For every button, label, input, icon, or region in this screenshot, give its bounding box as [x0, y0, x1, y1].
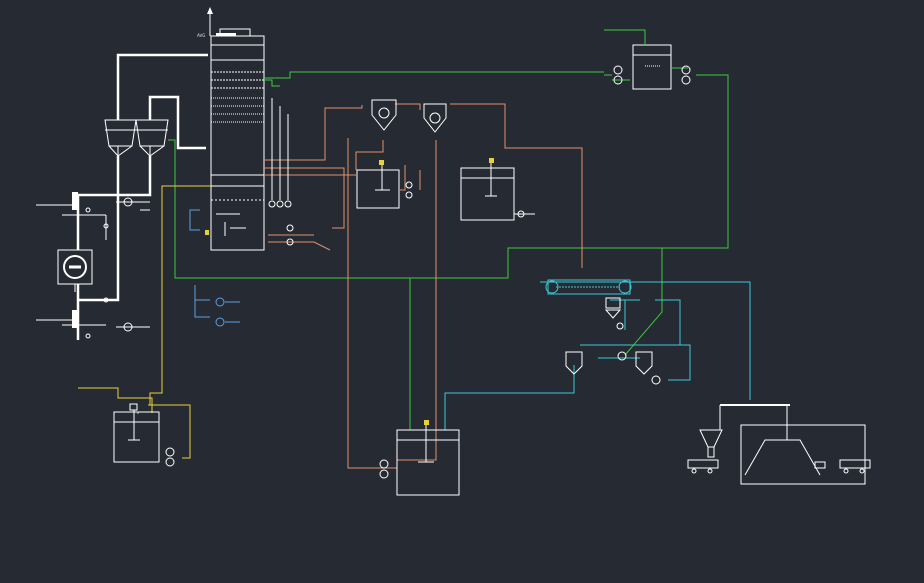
oxidation-air-blowers — [116, 197, 150, 332]
pump-tr-1-icon — [681, 65, 691, 75]
filtrate-tank — [356, 160, 413, 209]
blue-lines — [189, 209, 240, 327]
hydrocyclones — [371, 99, 447, 133]
limestone-slurry-tank — [113, 403, 175, 467]
truck-right-icon — [839, 459, 871, 469]
pump-tr-2-icon — [681, 75, 691, 85]
recirculation-pumps — [268, 98, 294, 246]
emergency-tank — [379, 420, 460, 496]
vacuum-belt-filter — [545, 279, 632, 330]
heat-exchangers — [104, 119, 169, 157]
yellow-lines — [78, 185, 211, 459]
loader-icon — [814, 461, 826, 469]
cyan-lines — [444, 281, 751, 430]
orange-lines — [264, 103, 583, 469]
truck-left-icon — [687, 459, 719, 469]
pump-blue-2-icon — [215, 317, 225, 327]
pump-tl-2-icon — [613, 75, 623, 85]
absorber-tower: AVG — [197, 7, 265, 251]
lower-vessels — [565, 351, 661, 385]
pump-tl-1-icon — [613, 65, 623, 75]
gypsum-storage — [687, 404, 871, 485]
tower-outlet-label: AVG — [197, 33, 205, 38]
slurry-tank — [460, 158, 535, 221]
booster-fan — [36, 192, 109, 339]
process-water-tank — [612, 29, 691, 90]
pump-blue-1-icon — [215, 297, 225, 307]
gas-ducts — [76, 53, 208, 340]
green-lines — [168, 29, 729, 430]
